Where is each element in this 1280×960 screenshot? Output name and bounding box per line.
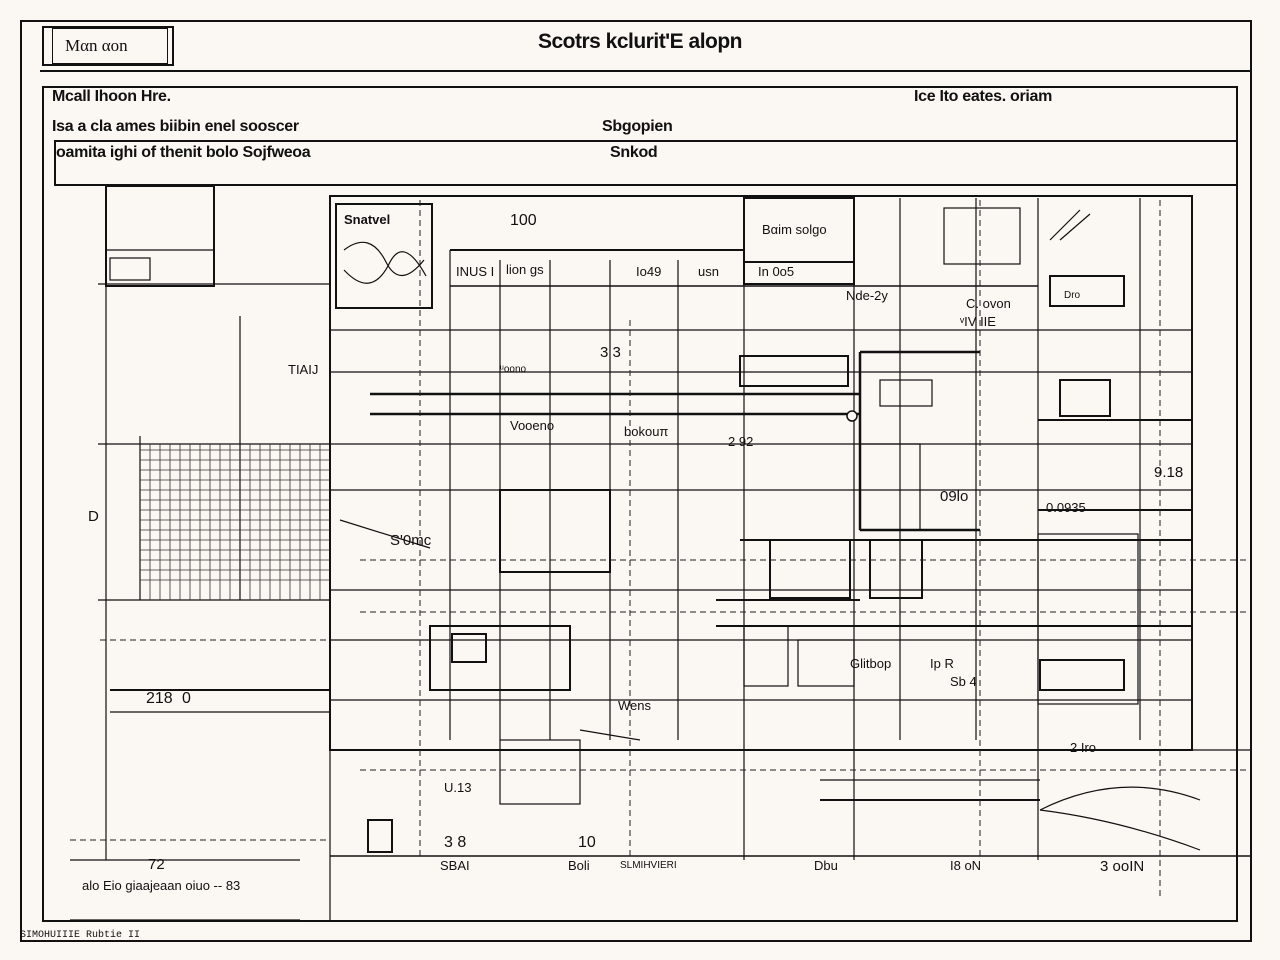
label-row-a2: lion gs xyxy=(506,262,544,277)
label-row-a1: INUS I xyxy=(456,264,495,279)
label-2-92: 2 92 xyxy=(728,434,754,449)
label-0935: 0.0935 xyxy=(1046,500,1086,515)
label-wens: Wens xyxy=(618,698,651,713)
logo-label: Mαn αon xyxy=(52,28,168,64)
corner-note: SIMOHUIIIE Rubtie II xyxy=(20,930,141,941)
foot-label-6: 3 ooIN xyxy=(1100,858,1145,875)
label-glitbop: Glitbop xyxy=(850,656,892,671)
drawing-title: Scotrs kclurit'E alopn xyxy=(537,30,743,53)
foot-label-5: I8 oN xyxy=(950,858,982,873)
label-10: 10 xyxy=(578,834,596,851)
main-plan-outline xyxy=(329,195,1193,751)
label-u13: U.13 xyxy=(444,780,472,795)
foot-label-4: Dbu xyxy=(814,858,838,873)
info-box xyxy=(54,140,1238,186)
label-vooeno-small: ᵘoono xyxy=(500,364,527,375)
foot-label-2: Boli xyxy=(568,858,590,873)
label-3-3: 3 3 xyxy=(600,344,621,361)
label-ev-ne: ᵛIV ΙΙΕ xyxy=(960,314,996,329)
label-tlh: TIΑIJ xyxy=(288,362,319,377)
label-bokoun: bokouπ xyxy=(624,424,669,439)
label-100: 100 xyxy=(510,212,537,229)
label-baim-solgo: Bαim solgo xyxy=(762,222,827,237)
info-line3-left: oamita ighi of thenit bolo Sojfweoa xyxy=(56,144,311,161)
label-3-8: 3 8 xyxy=(444,834,467,851)
drawing-frame xyxy=(20,20,1252,942)
info-line2-mid: Sbgopien xyxy=(602,118,673,135)
info-line2-left: Isa a cla ames biibin enel sooscer xyxy=(52,118,299,135)
sheet-border xyxy=(42,86,1238,922)
label-vooeno: Vooeno xyxy=(510,418,555,433)
header-rule xyxy=(40,70,1252,72)
label-218: 218 xyxy=(146,690,173,707)
label-ndev: Nde-2y xyxy=(846,288,888,303)
label-0910: 09lo xyxy=(940,488,969,505)
label-row-a4: usn xyxy=(698,264,719,279)
foot-label-1: SBAI xyxy=(440,858,470,873)
label-snatvel: Snatvel xyxy=(344,212,391,227)
label-dro: Dro xyxy=(1064,290,1081,301)
label-s-mmc: S'0mc xyxy=(390,532,432,549)
label-ip-r: Ip R xyxy=(930,656,954,671)
label-2-iro: 2 Iro xyxy=(1070,740,1097,755)
left-mark: D xyxy=(88,508,99,525)
label-9-18: 9.18 xyxy=(1154,464,1184,481)
label-sb-4: Sb 4 xyxy=(950,674,977,689)
label-row-a3: Io49 xyxy=(636,264,662,279)
foot-label-3: SLMIHVIERI xyxy=(620,860,677,871)
info-line3-mid: Snkod xyxy=(610,144,658,161)
info-line1-right: Ice Ito eates. oriam xyxy=(914,88,1053,105)
label-72: 72 xyxy=(148,856,165,873)
bottom-note: alo Eio giaajeaan oiuo -- 83 xyxy=(82,878,241,893)
logo-box: Mαn αon xyxy=(42,26,174,66)
label-0: 0 xyxy=(182,690,191,707)
label-row-a5: In 0o5 xyxy=(758,264,795,279)
label-c-ovon: C. ovon xyxy=(966,296,1011,311)
info-line1-left: Mcall Ihoon Hre. xyxy=(52,88,171,105)
